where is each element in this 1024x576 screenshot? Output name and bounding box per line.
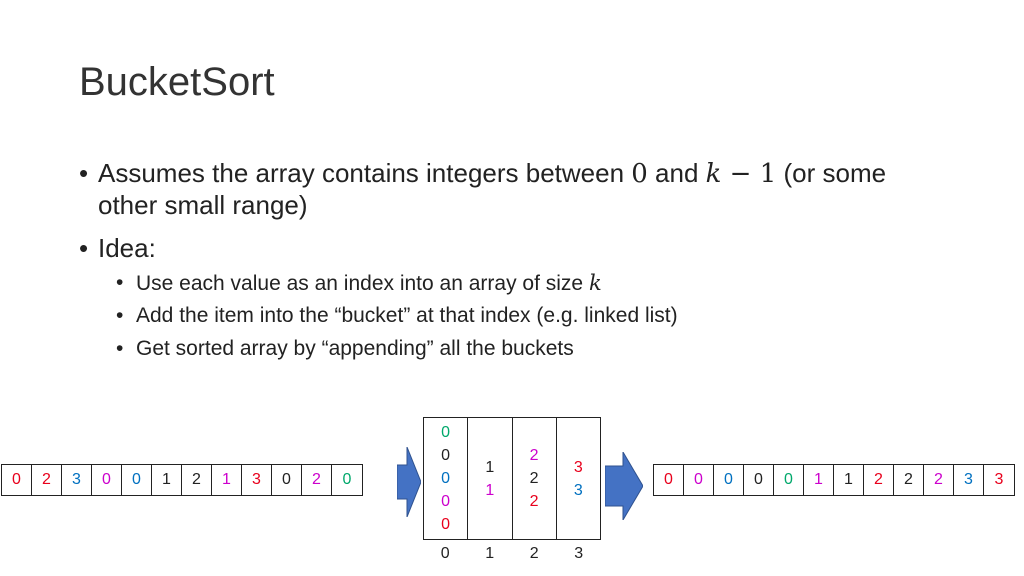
output-array-cell: 0 [774, 465, 804, 495]
subbullet-1: • Use each value as an index into an arr… [116, 270, 602, 297]
input-array-cell: 1 [212, 465, 242, 495]
bucket-2: 2 2 2 [513, 418, 557, 539]
input-array-cell: 2 [32, 465, 62, 495]
bucket-index-label: 2 [529, 545, 539, 562]
right-arrow-icon [605, 452, 643, 520]
slide-title: BucketSort [79, 60, 275, 104]
bucket-item: 1 [485, 458, 495, 476]
bullet-dot: • [79, 233, 89, 263]
bucket-0: 0 0 0 0 0 [424, 418, 469, 539]
math-minus-one: − 1 [721, 159, 777, 189]
math-zero: 0 [631, 159, 648, 189]
input-array-cell: 0 [92, 465, 122, 495]
math-k: k [705, 159, 722, 189]
input-array-cell: 0 [272, 465, 302, 495]
output-array-cell: 0 [684, 465, 714, 495]
input-array-cell: 0 [2, 465, 32, 495]
bullet-dot: • [79, 158, 89, 188]
subbullet-1-text: Use each value as an index into an array… [136, 272, 589, 295]
bucket-item: 3 [573, 481, 583, 499]
output-array-cell: 1 [804, 465, 834, 495]
bucket-item: 2 [529, 493, 539, 510]
input-array-cell: 3 [242, 465, 272, 495]
bucket-item: 2 [529, 447, 539, 464]
bullet-text-b: (or some [776, 158, 887, 188]
bucket-item: 3 [573, 458, 583, 476]
bucket-item: 2 [529, 470, 539, 487]
input-array-cell: 2 [182, 465, 212, 495]
bucket-item: 0 [441, 516, 451, 533]
bullet-idea: • Idea: [79, 232, 156, 264]
bucket-item: 0 [441, 470, 451, 487]
subbullet-2: • Add the item into the “bucket” at that… [116, 303, 678, 329]
bullet-dot: • [116, 337, 124, 360]
math-k: k [588, 271, 602, 295]
bullet-dot: • [116, 271, 124, 294]
right-arrow-icon [397, 447, 421, 517]
bullet-text-a: Assumes the array contains integers betw… [98, 158, 632, 188]
bucket-index-label: 3 [574, 545, 584, 562]
bullet-text-and: and [647, 158, 706, 188]
subbullet-3: • Get sorted array by “appending” all th… [116, 336, 574, 362]
input-array-cell: 2 [302, 465, 332, 495]
output-array-cell: 2 [924, 465, 954, 495]
output-array-cell: 1 [834, 465, 864, 495]
bullet-dot: • [116, 304, 124, 327]
output-array-cell: 2 [894, 465, 924, 495]
output-array-cell: 0 [654, 465, 684, 495]
input-array-cell: 0 [342, 471, 352, 488]
bucket-item: 0 [441, 424, 451, 441]
bullet-text-c: other small range) [98, 190, 308, 220]
bucket-item: 1 [485, 481, 495, 499]
bucket-index-label: 1 [485, 545, 495, 562]
output-array-cell: 3 [994, 471, 1004, 488]
bullet-assumption-cont: other small range) [98, 189, 308, 221]
bucket-index-label: 0 [440, 545, 450, 562]
bullet-assumption: • Assumes the array contains integers be… [79, 157, 887, 190]
output-array-cell: 3 [954, 465, 984, 495]
bucket-item: 0 [441, 493, 451, 510]
input-array-cell: 1 [152, 465, 182, 495]
bucket-item: 0 [441, 447, 451, 464]
bullet-idea-text: Idea: [98, 233, 156, 263]
output-array-cell: 2 [864, 465, 894, 495]
output-array-cell: 0 [744, 465, 774, 495]
input-array-cell: 0 [122, 465, 152, 495]
subbullet-2-text: Add the item into the “bucket” at that i… [136, 304, 678, 327]
input-array-cell: 3 [62, 465, 92, 495]
subbullet-3-text: Get sorted array by “appending” all the … [136, 337, 574, 360]
output-array-cell: 0 [714, 465, 744, 495]
